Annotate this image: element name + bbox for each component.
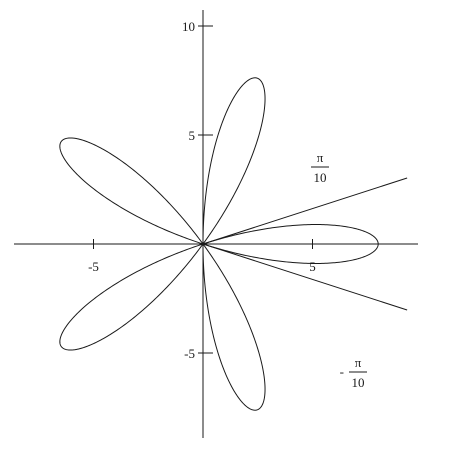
reference-line-label: π 10 bbox=[311, 150, 329, 185]
reference-line bbox=[202, 243, 408, 311]
label-denominator: 10 bbox=[314, 170, 327, 185]
label-sign: - bbox=[340, 364, 344, 379]
x-tick-label: -5 bbox=[88, 259, 99, 274]
y-tick-label: -5 bbox=[184, 346, 195, 361]
curves bbox=[59, 77, 379, 411]
x-tick-label: 5 bbox=[309, 259, 316, 274]
label-numerator: π bbox=[355, 355, 362, 370]
reference-line bbox=[202, 177, 408, 245]
rose-curve bbox=[59, 77, 379, 411]
y-tick-label: 10 bbox=[182, 19, 195, 34]
y-tick-label: 5 bbox=[189, 128, 196, 143]
label-numerator: π bbox=[317, 150, 324, 165]
axes bbox=[14, 10, 418, 438]
reference-line-label: -π 10 bbox=[340, 355, 367, 390]
ticks: -5 5 10 5 -5 bbox=[88, 19, 316, 361]
reference-lines: π10-π10 bbox=[202, 150, 408, 390]
label-denominator: 10 bbox=[352, 375, 365, 390]
